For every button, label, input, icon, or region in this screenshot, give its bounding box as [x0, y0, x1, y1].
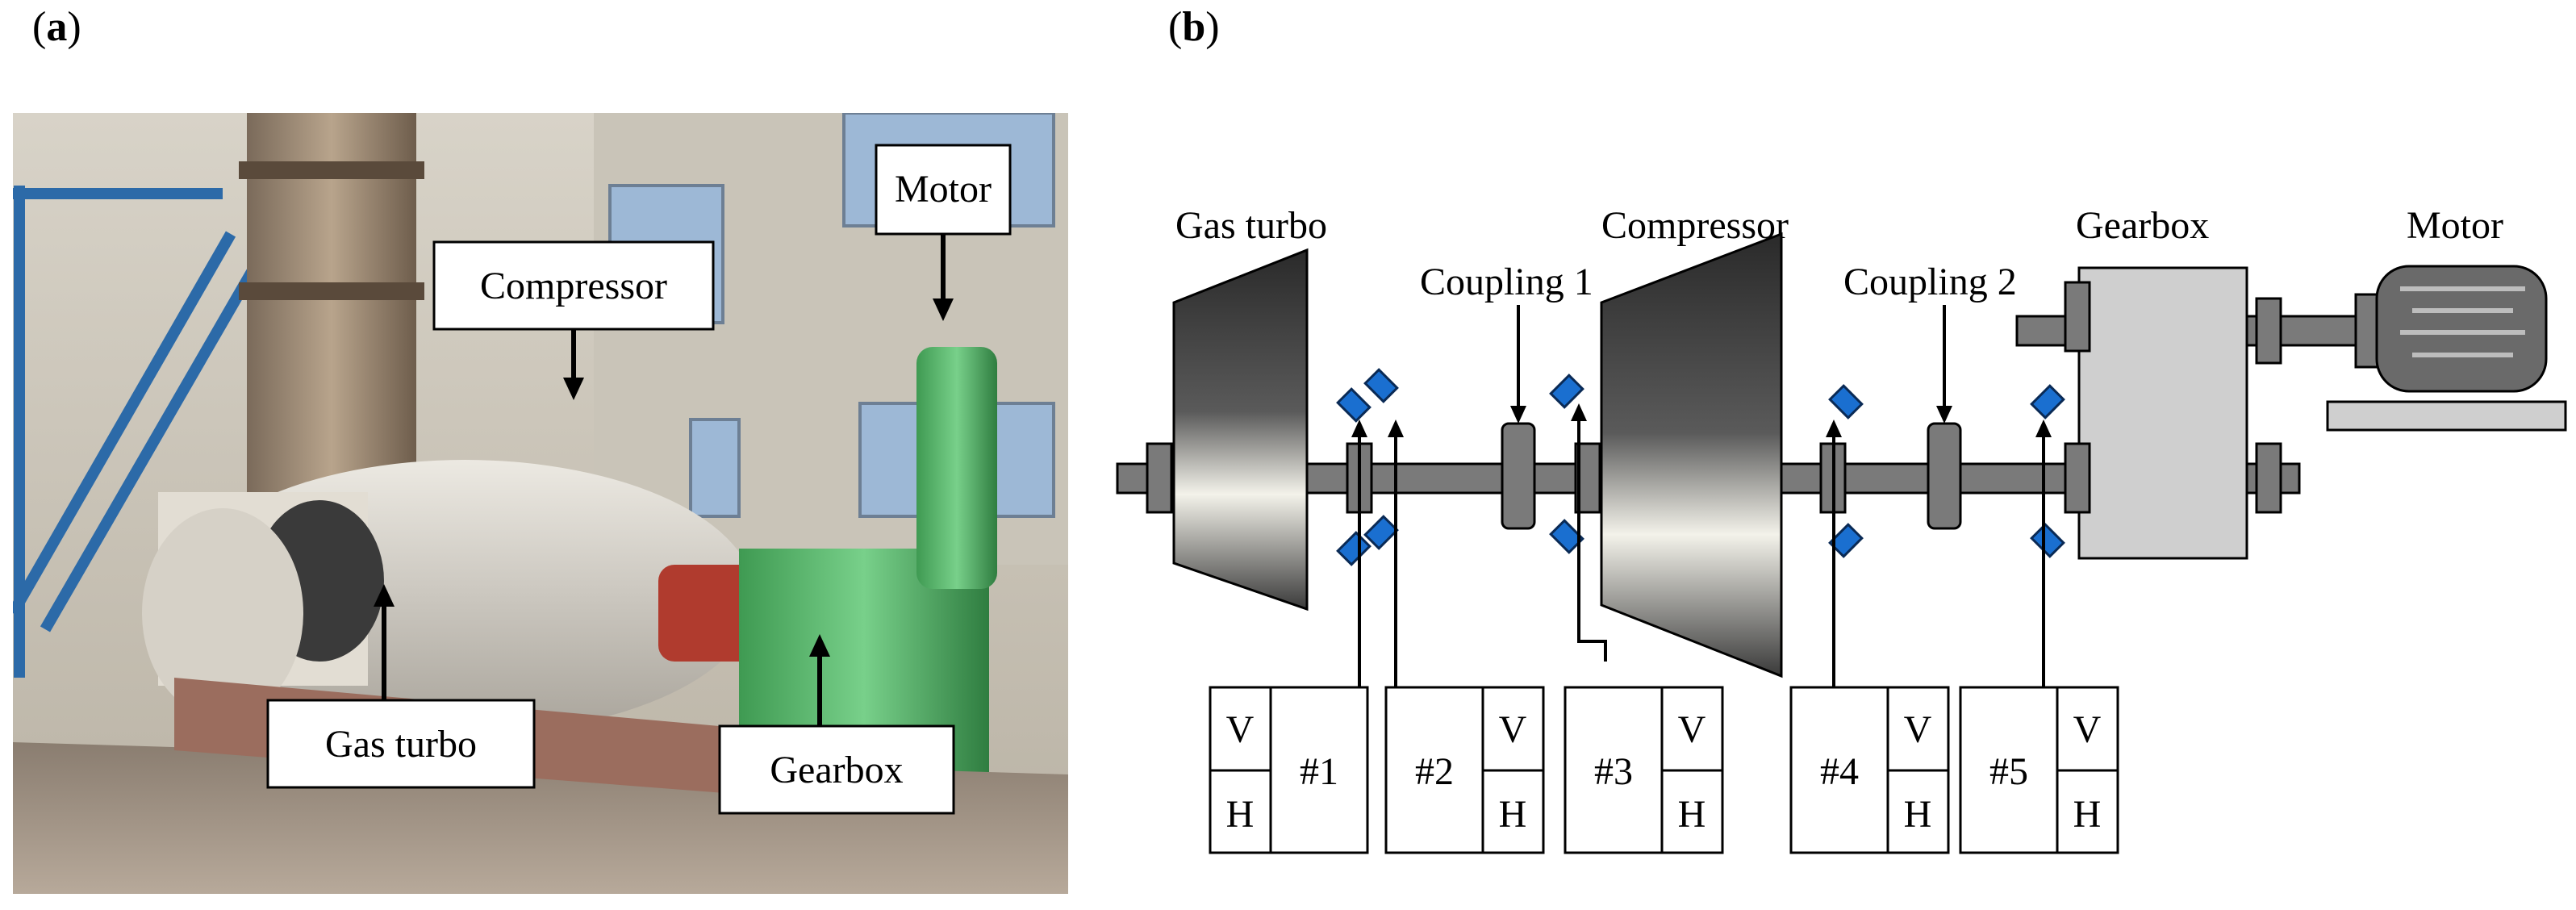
sensor-4-top [1828, 384, 1864, 420]
sensor-5-id: #5 [1989, 750, 2028, 793]
coupling-1 [1501, 422, 1536, 530]
sensor-box-1: V H #1 [1209, 686, 1369, 854]
gearbox [2077, 266, 2248, 560]
sensor-2-v: V [1499, 708, 1527, 751]
sensor-3-id: #3 [1594, 750, 1633, 793]
sensor-1-h: H [1226, 793, 1255, 836]
sensor-box-5: #5 V H [1959, 686, 2119, 854]
label-gas-turbo: Gas turbo [1175, 204, 1327, 247]
blue-frame [13, 186, 261, 678]
photo-callout-gas-turbo: Gas turbo [266, 584, 536, 789]
sensor-group [1336, 368, 2065, 566]
gearbox-input-high [2015, 315, 2067, 347]
sensor-2-bottom [1363, 515, 1399, 550]
sensor-1-id: #1 [1300, 750, 1338, 793]
sensor-3-h: H [1678, 793, 1706, 836]
sensor-5-v: V [2073, 708, 2102, 751]
sensor-box-4: #4 V H [1789, 686, 1950, 854]
sensor-3-top [1549, 374, 1584, 409]
panel-a-open: ( [32, 4, 47, 50]
sensor-1-bottom [1336, 531, 1372, 566]
motor-fins [2400, 286, 2525, 357]
panel-a-letter: a [46, 4, 68, 50]
sensor-box-3: #3 V H [1564, 686, 1724, 854]
label-coupling-1: Coupling 1 [1420, 261, 1593, 303]
coupling-2 [1927, 422, 1962, 530]
motor-base [2326, 400, 2567, 432]
green-motor [916, 347, 997, 589]
sensor-2-id: #2 [1415, 750, 1454, 793]
label-motor: Motor [2407, 204, 2503, 247]
photo-compressor-label: Compressor [480, 265, 667, 307]
photo-callout-gearbox: Gearbox [718, 634, 955, 815]
sensor-1-v: V [1226, 708, 1255, 751]
sensor-1-top [1336, 387, 1372, 423]
photo-gearbox-label: Gearbox [770, 749, 903, 791]
panel-a-close: ) [67, 4, 81, 50]
label-compressor: Compressor [1601, 204, 1789, 247]
photo-motor-label: Motor [895, 168, 992, 211]
sensor-5-top [2030, 384, 2065, 420]
sensor-leaders [1358, 420, 2045, 687]
panel-b-open: ( [1168, 4, 1183, 50]
sensor-4-bottom [1828, 523, 1864, 558]
panel-b-letter: b [1182, 4, 1206, 50]
drivetrain-schematic: Gas turbo Compressor Gearbox Motor Coupl… [1116, 204, 2567, 854]
sensor-4-v: V [1904, 708, 1932, 751]
photo-gas-turbo-label: Gas turbo [325, 723, 477, 766]
photo-callout-compressor: Compressor [432, 240, 715, 400]
label-coupling-2: Coupling 2 [1843, 261, 2017, 303]
shaft-end-left [1146, 442, 1173, 514]
compressor [1600, 232, 1783, 678]
sensor-5-bottom [2030, 523, 2065, 558]
sensor-5-h: H [2073, 793, 2102, 836]
panel-a-label: (a) [32, 3, 81, 51]
sensor-4-id: #4 [1820, 750, 1859, 793]
sensor-arrowheads [1351, 403, 2052, 437]
sensor-4-h: H [1904, 793, 1932, 836]
panel-b-close: ) [1205, 4, 1220, 50]
machinery-photo: Motor Compressor Gas turbo Gearbox [13, 113, 1068, 894]
sensor-3-v: V [1678, 708, 1706, 751]
sensor-2-h: H [1499, 793, 1527, 836]
gas-turbine [1172, 248, 1309, 612]
gearbox-collar-low [2255, 442, 2282, 514]
sensor-2-top [1363, 368, 1399, 403]
sensor-box-2: #2 V H [1384, 686, 1545, 854]
label-gearbox: Gearbox [2076, 204, 2209, 247]
panel-b-label: (b) [1168, 3, 1220, 51]
motor [2375, 265, 2548, 393]
sensor-3-bottom [1549, 519, 1584, 554]
photo-callout-motor: Motor [875, 144, 1012, 321]
